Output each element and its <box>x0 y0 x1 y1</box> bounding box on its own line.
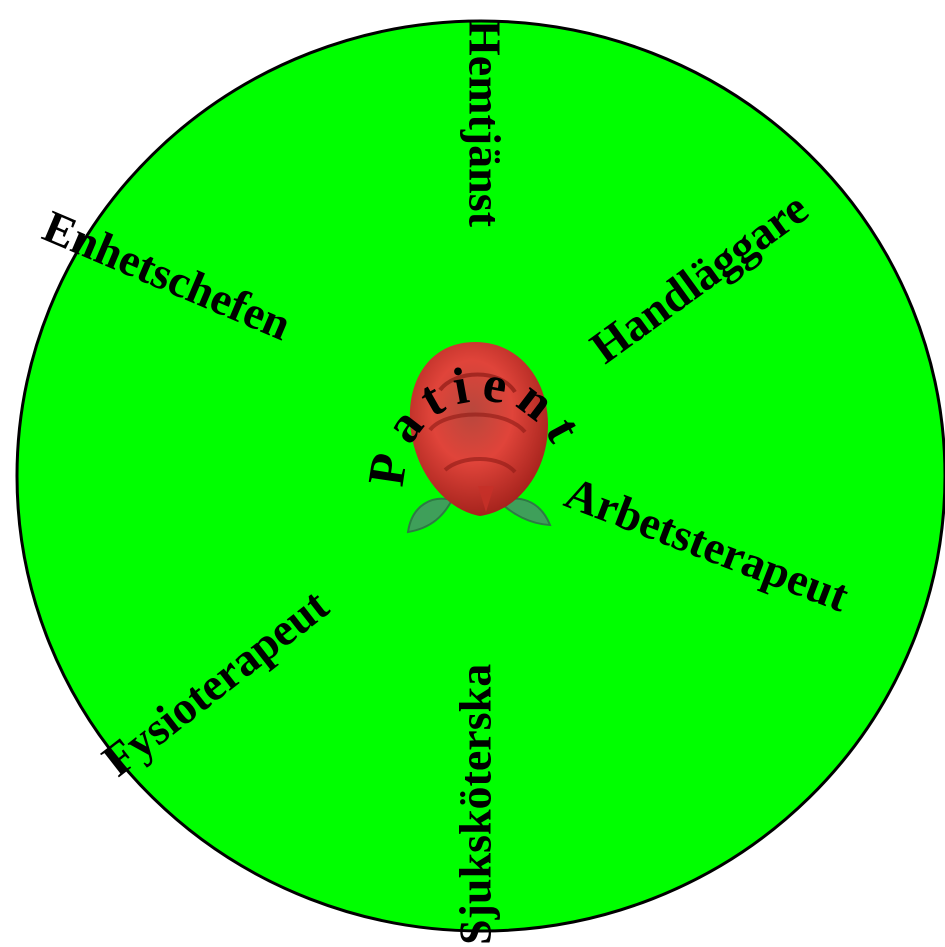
role-label-hemtjanst: Hemtjänst <box>459 20 510 228</box>
role-label-sjukskoterska: Sjuksköterska <box>450 664 501 945</box>
